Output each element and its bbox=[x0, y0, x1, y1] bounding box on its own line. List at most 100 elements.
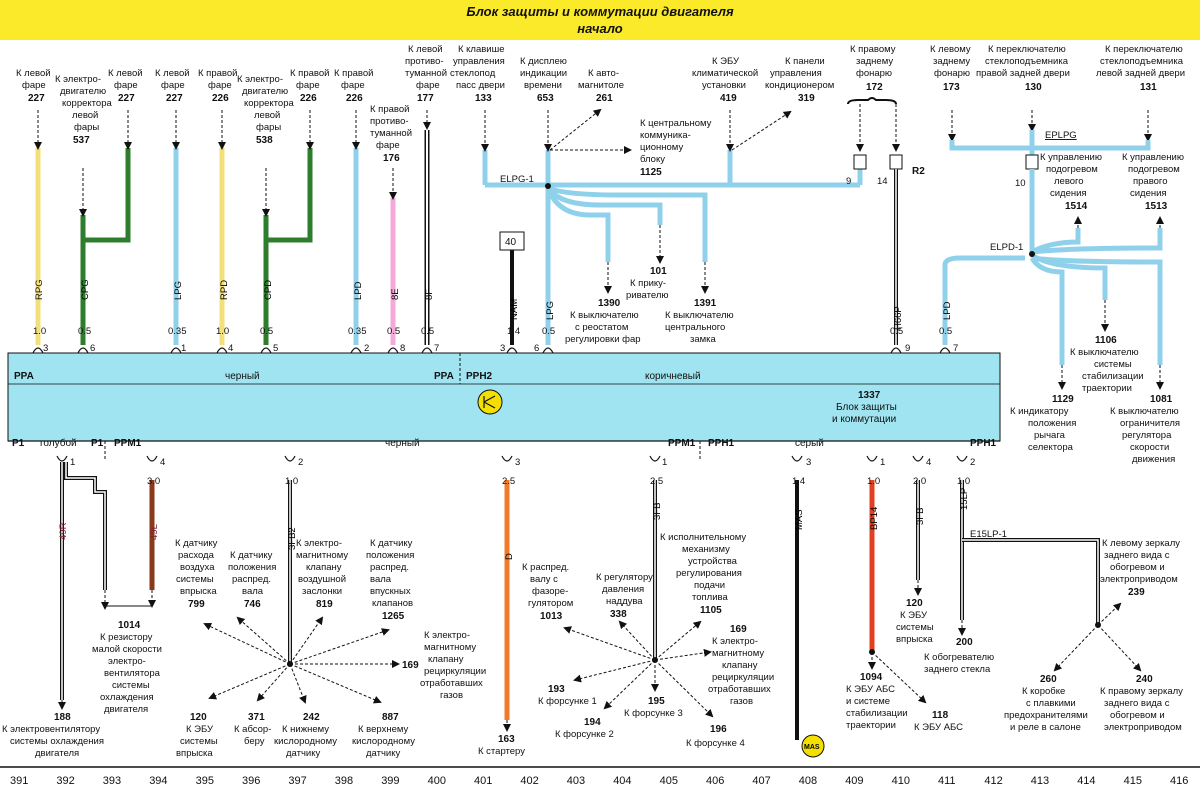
dest-text: К авто- bbox=[588, 68, 619, 79]
dest-text: распред. bbox=[370, 562, 409, 573]
dest-text: противо- bbox=[370, 116, 409, 127]
dest-text: траектории bbox=[846, 720, 896, 731]
dest-text: топлива bbox=[692, 592, 728, 603]
dest-number: 1014 bbox=[118, 620, 141, 631]
dest-text: ривателю bbox=[626, 290, 669, 301]
dest-text: фаре bbox=[376, 140, 400, 151]
dest-text: отработавших bbox=[708, 684, 771, 695]
dest-number: 177 bbox=[417, 93, 434, 104]
dest-text: системы bbox=[112, 680, 150, 691]
column-number: 408 bbox=[799, 775, 817, 787]
dest-text: селектора bbox=[1028, 442, 1074, 453]
dest-number: 131 bbox=[1140, 82, 1157, 93]
dest-number: 1513 bbox=[1145, 201, 1168, 212]
column-number: 396 bbox=[242, 775, 260, 787]
pin-number: 1 bbox=[662, 457, 667, 468]
dest-text: валу с bbox=[530, 574, 558, 585]
dest-text: магнитному bbox=[424, 642, 476, 653]
dest-text: скорости bbox=[1130, 442, 1169, 453]
dest-text: К левой bbox=[155, 68, 190, 79]
dest-number: 130 bbox=[1025, 82, 1042, 93]
dest-number: 319 bbox=[798, 93, 815, 104]
dest-text: управления bbox=[453, 56, 505, 67]
pin-number: 4 bbox=[160, 457, 165, 468]
dest-text: впрыска bbox=[896, 634, 933, 645]
dest-text: фаре bbox=[22, 80, 46, 91]
dest-text: устройства bbox=[688, 556, 738, 567]
conn-ppm1-left: PPM1 bbox=[114, 438, 142, 449]
dest-text: магнитоле bbox=[578, 80, 624, 91]
wire-code: LPD bbox=[942, 301, 953, 320]
dest-text: и системе bbox=[846, 696, 890, 707]
dest-text: вала bbox=[370, 574, 392, 585]
dest-text: положения bbox=[228, 562, 276, 573]
wire-code: 15LP bbox=[959, 488, 970, 510]
bottom-wire-49r: 49R 1 bbox=[58, 457, 109, 710]
dest-text: замка bbox=[690, 334, 717, 345]
dest-number: 819 bbox=[316, 599, 333, 610]
pin-number: 8 bbox=[400, 343, 405, 354]
dest-text: К обогревателю bbox=[924, 652, 994, 663]
page-title: Блок защиты и коммутации двигателя bbox=[466, 4, 734, 19]
dest-text: фаре bbox=[161, 80, 185, 91]
wire-code: 8E bbox=[390, 288, 401, 300]
control-block bbox=[7, 352, 1001, 442]
dest-number: 133 bbox=[475, 93, 492, 104]
column-number: 410 bbox=[892, 775, 910, 787]
dest-text: противо- bbox=[405, 56, 444, 67]
dest-text: электроприводом bbox=[1100, 574, 1178, 585]
conn-color-blue: голубой bbox=[40, 437, 77, 449]
dest-text: К левому bbox=[930, 44, 971, 55]
pin-number: 1 bbox=[70, 457, 75, 468]
conn-color-brown: коричневый bbox=[645, 371, 701, 382]
dest-text: К центральному bbox=[640, 118, 712, 129]
conn-ppm1-right: PPM1 bbox=[668, 438, 696, 449]
wire-code: 3FB bbox=[915, 508, 926, 525]
dest-text: К переключателю bbox=[1105, 44, 1183, 55]
dest-text: К ЭБУ bbox=[900, 610, 928, 621]
conn-color-black: черный bbox=[225, 371, 260, 382]
top-wire-rpd: RPD 1.0 4 К правой фаре 226 bbox=[198, 68, 237, 354]
dest-text: К распред. bbox=[522, 562, 569, 573]
column-number: 416 bbox=[1170, 775, 1188, 787]
bottom-wire-bp14: BP14 1.0 1 bbox=[867, 457, 927, 704]
wire-code: H66P bbox=[893, 306, 904, 330]
wire-code: 49R bbox=[58, 522, 69, 540]
column-number: 402 bbox=[520, 775, 538, 787]
dest-text: К клавише bbox=[458, 44, 505, 55]
top-wire-nam: 40 NAM 1.4 3 bbox=[499, 231, 525, 354]
pin-number: 2 bbox=[970, 457, 975, 468]
dest-text: наддува bbox=[606, 596, 643, 607]
column-number: 401 bbox=[474, 775, 492, 787]
bottom-dest-labels: 188 К электровентилятору системы охлажде… bbox=[2, 532, 1183, 759]
column-number: 395 bbox=[196, 775, 214, 787]
dest-text: двигателю bbox=[60, 86, 106, 97]
dest-text: К выключателю bbox=[1110, 406, 1179, 417]
dest-text: отработавших bbox=[420, 678, 483, 689]
pin-number: 1 bbox=[181, 343, 186, 354]
dest-text: расхода bbox=[178, 550, 215, 561]
dest-text: К верхнему bbox=[358, 724, 408, 735]
pin-number: 5 bbox=[273, 343, 278, 354]
dest-text: впрыска bbox=[176, 748, 213, 759]
dest-text: заслонки bbox=[302, 586, 342, 597]
dest-text: ограничителя bbox=[1120, 418, 1180, 429]
dest-text: системы bbox=[176, 574, 214, 585]
dest-text: давления bbox=[602, 584, 644, 595]
wire-gauge: 1.0 bbox=[867, 476, 880, 487]
dest-text: рециркуляции bbox=[712, 672, 774, 683]
dest-number: 118 bbox=[932, 710, 949, 721]
column-number: 412 bbox=[984, 775, 1002, 787]
dest-number: 169 bbox=[402, 660, 419, 671]
dest-text: К правому bbox=[850, 44, 896, 55]
conn-pph1-left: PPH1 bbox=[708, 438, 735, 449]
block-name-1: Блок защиты bbox=[836, 402, 897, 413]
dest-number: 188 bbox=[54, 712, 71, 723]
dest-text: двигателю bbox=[242, 86, 288, 97]
column-number: 407 bbox=[752, 775, 770, 787]
dest-number: 200 bbox=[956, 637, 973, 648]
dest-text: К электро- bbox=[55, 74, 101, 85]
pin-number: 2 bbox=[364, 343, 369, 354]
dest-text: К левой bbox=[16, 68, 51, 79]
dest-text: времени bbox=[524, 80, 562, 91]
